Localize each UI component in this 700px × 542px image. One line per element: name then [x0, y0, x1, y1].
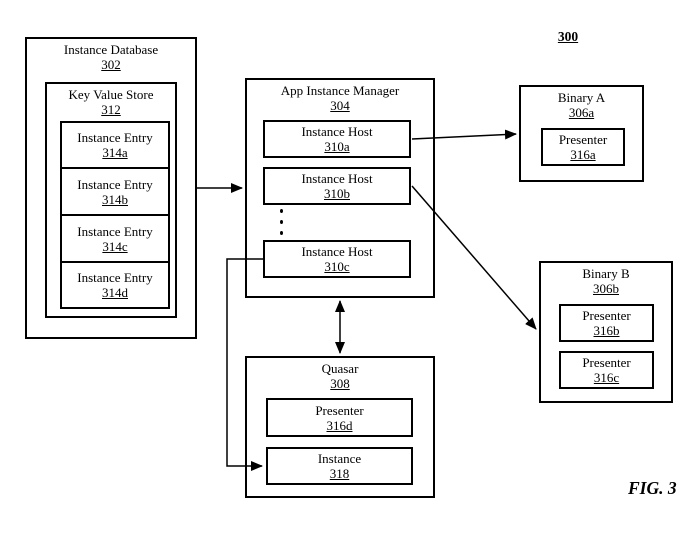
instance-host-310b-label: Instance Host 310b	[265, 171, 409, 201]
instance-entry-314b-box: Instance Entry 314b	[60, 167, 170, 216]
binary-a-title: Binary A	[557, 90, 606, 105]
quasar-title: Quasar	[321, 361, 359, 376]
binary-b-ref: 306b	[593, 281, 619, 296]
instance-database-label: Instance Database 302	[27, 39, 195, 72]
vertical-ellipsis-icon	[274, 209, 288, 235]
presenter-316c-title: Presenter	[582, 355, 631, 370]
binary-a-box: Binary A 306a	[519, 85, 644, 182]
instance-entry-314d-ref: 314d	[102, 285, 128, 300]
instance-host-310a-ref: 310a	[324, 139, 350, 154]
instance-entry-314a-box: Instance Entry 314a	[60, 121, 170, 169]
presenter-316c-ref: 316c	[593, 370, 620, 385]
instance-318-ref: 318	[329, 466, 350, 481]
presenter-316c-box: Presenter 316c	[559, 351, 654, 389]
quasar-ref: 308	[330, 376, 350, 391]
instance-entry-314d-box: Instance Entry 314d	[60, 261, 170, 309]
instance-host-310a-label: Instance Host 310a	[265, 124, 409, 154]
instance-entry-314c-label: Instance Entry 314c	[62, 224, 168, 254]
figure-caption: FIG. 3	[628, 478, 677, 498]
key-value-store-label: Key Value Store 312	[47, 84, 175, 117]
presenter-316d-ref: 316d	[326, 417, 353, 433]
presenter-316d-title: Presenter	[315, 402, 364, 418]
instance-entry-314c-ref: 314c	[102, 238, 128, 254]
presenter-316b-title: Presenter	[582, 308, 631, 323]
instance-entry-314b-ref: 314b	[102, 191, 128, 207]
instance-318-label: Instance 318	[268, 451, 411, 481]
instance-host-310c-label: Instance Host 310c	[265, 244, 409, 274]
presenter-316d-box: Presenter 316d	[266, 398, 413, 437]
instance-host-310a-title: Instance Host	[301, 124, 373, 139]
key-value-store-ref: 312	[101, 102, 121, 117]
presenter-316d-label: Presenter 316d	[268, 403, 411, 433]
instance-entry-314a-label: Instance Entry 314a	[62, 130, 168, 160]
binary-b-label: Binary B 306b	[541, 263, 671, 296]
instance-318-box: Instance 318	[266, 447, 413, 485]
instance-database-ref: 302	[101, 57, 121, 72]
app-instance-manager-title: App Instance Manager	[280, 83, 400, 98]
instance-entry-314b-label: Instance Entry 314b	[62, 177, 168, 207]
instance-host-310b-box: Instance Host 310b	[263, 167, 411, 205]
instance-host-310a-box: Instance Host 310a	[263, 120, 411, 158]
instance-entry-314d-title: Instance Entry	[77, 270, 153, 285]
figure-number: 300	[557, 29, 579, 44]
app-instance-manager-ref: 304	[330, 98, 350, 113]
instance-database-title: Instance Database	[63, 42, 159, 57]
presenter-316b-label: Presenter 316b	[561, 308, 652, 338]
key-value-store-box: Key Value Store 312	[45, 82, 177, 318]
ellipsis-dot	[279, 209, 283, 213]
instance-entry-314a-title: Instance Entry	[77, 130, 153, 145]
instance-entry-314d-label: Instance Entry 314d	[62, 270, 168, 300]
instance-entry-314c-title: Instance Entry	[77, 223, 153, 239]
binary-a-label: Binary A 306a	[521, 87, 642, 120]
instance-host-310b-title: Instance Host	[301, 171, 373, 186]
presenter-316a-ref: 316a	[570, 147, 596, 162]
presenter-316b-ref: 316b	[593, 323, 620, 338]
binary-b-title: Binary B	[582, 266, 630, 281]
instance-318-title: Instance	[317, 451, 362, 466]
instance-database-box: Instance Database 302	[25, 37, 197, 339]
ellipsis-dot	[279, 220, 283, 224]
instance-entry-314a-ref: 314a	[102, 145, 128, 160]
presenter-316c-label: Presenter 316c	[561, 355, 652, 385]
presenter-316a-title: Presenter	[558, 132, 608, 147]
binary-a-ref: 306a	[568, 105, 595, 120]
app-instance-manager-label: App Instance Manager 304	[247, 80, 433, 113]
instance-host-310c-ref: 310c	[324, 259, 350, 274]
key-value-store-title: Key Value Store	[68, 87, 154, 102]
ellipsis-dot	[279, 231, 283, 235]
presenter-316b-box: Presenter 316b	[559, 304, 654, 342]
instance-host-310c-box: Instance Host 310c	[263, 240, 411, 278]
presenter-316a-box: Presenter 316a	[541, 128, 625, 166]
quasar-label: Quasar 308	[247, 358, 433, 391]
instance-host-310c-title: Instance Host	[301, 244, 373, 259]
instance-entry-314c-box: Instance Entry 314c	[60, 214, 170, 263]
instance-entry-314b-title: Instance Entry	[77, 176, 153, 192]
binary-b-box: Binary B 306b	[539, 261, 673, 403]
presenter-316a-label: Presenter 316a	[543, 132, 623, 162]
instance-host-310b-ref: 310b	[324, 186, 350, 201]
